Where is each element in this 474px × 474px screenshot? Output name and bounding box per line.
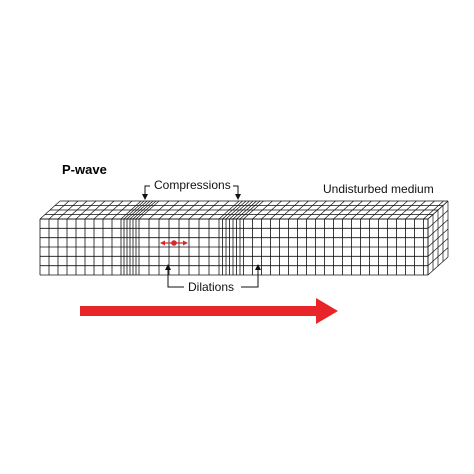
propagation-arrow [80,298,338,324]
block-side-face [427,200,449,276]
dilations-bracket [165,264,261,288]
side-depth-line [427,228,449,248]
diagram-title: P-wave [62,162,107,177]
side-depth-line [427,219,449,238]
side-depth-line [427,210,449,229]
compressions-label: Compressions [154,178,231,192]
block-top-face [39,200,449,220]
undisturbed-medium-label: Undisturbed medium [323,182,434,196]
compressions-bracket [142,185,241,200]
side-depth-line [427,238,449,257]
block-front-face [39,218,429,276]
side-depth-line [427,247,449,266]
particle-motion-marker [160,240,188,246]
particle-dot [171,240,177,246]
side-depth-line [427,256,449,276]
side-depth-line [427,200,449,220]
dilations-label: Dilations [188,280,235,294]
